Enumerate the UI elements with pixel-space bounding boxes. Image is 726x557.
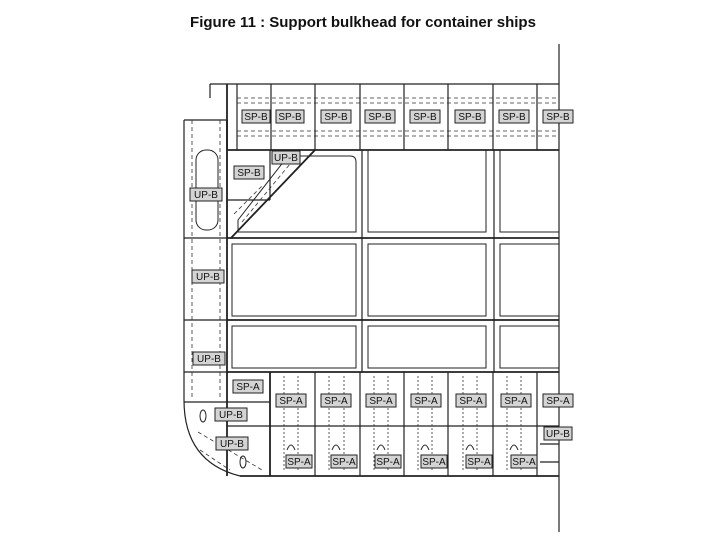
member-label: UP-B — [192, 351, 226, 366]
label-text: SP-B — [237, 168, 261, 179]
member-label: SP-A — [465, 454, 493, 469]
member-label: UP-B — [214, 407, 248, 422]
member-label: SP-A — [455, 393, 487, 408]
member-label: SP-B — [409, 109, 441, 124]
member-label: UP-B — [189, 187, 223, 202]
label-box — [420, 454, 448, 469]
member-label: SP-A — [365, 393, 397, 408]
label-text: SP-B — [502, 112, 526, 123]
label-box — [320, 393, 352, 408]
member-label: SP-B — [454, 109, 486, 124]
label-box — [330, 454, 358, 469]
label-text: SP-B — [458, 112, 482, 123]
member-label: SP-B — [542, 109, 574, 124]
label-text: SP-A — [504, 396, 528, 407]
member-label: SP-A — [320, 393, 352, 408]
label-box — [285, 454, 313, 469]
member-label: SP-A — [232, 379, 264, 394]
member-label: UP-B — [191, 269, 225, 284]
member-label: SP-A — [542, 393, 574, 408]
label-box — [410, 393, 442, 408]
label-box — [233, 165, 265, 180]
label-text: SP-A — [546, 396, 570, 407]
label-box — [542, 393, 574, 408]
label-box — [232, 379, 264, 394]
label-text: UP-B — [274, 153, 298, 164]
label-text: UP-B — [197, 354, 221, 365]
label-text: SP-B — [413, 112, 437, 123]
member-label: UP-B — [215, 436, 249, 451]
member-label: SP-A — [275, 393, 307, 408]
label-text: SP-A — [414, 396, 438, 407]
label-box — [189, 187, 223, 202]
member-label: SP-B — [275, 109, 305, 124]
label-text: UP-B — [196, 272, 220, 283]
label-box — [409, 109, 441, 124]
hold-panels — [231, 149, 560, 372]
label-box — [365, 393, 397, 408]
member-label: SP-A — [285, 454, 313, 469]
label-text: SP-B — [244, 112, 268, 123]
label-text: UP-B — [220, 439, 244, 450]
label-box — [271, 150, 301, 165]
label-box — [275, 393, 307, 408]
member-label: SP-A — [330, 454, 358, 469]
label-box — [542, 109, 574, 124]
label-box — [215, 436, 249, 451]
label-box — [320, 109, 352, 124]
figure-title: Figure 11 : Support bulkhead for contain… — [190, 14, 536, 31]
label-text: SP-A — [422, 457, 446, 468]
label-text: SP-A — [459, 396, 483, 407]
label-box — [454, 109, 486, 124]
label-text: SP-B — [278, 112, 302, 123]
label-box — [500, 393, 532, 408]
label-text: SP-B — [368, 112, 392, 123]
label-box — [455, 393, 487, 408]
label-box — [543, 426, 573, 441]
label-text: SP-A — [512, 457, 536, 468]
label-text: SP-A — [324, 396, 348, 407]
label-box — [465, 454, 493, 469]
double-bottom — [197, 372, 559, 477]
member-label: SP-B — [498, 109, 530, 124]
member-label: SP-B — [233, 165, 265, 180]
label-text: SP-B — [324, 112, 348, 123]
label-text: UP-B — [219, 410, 243, 421]
label-text: SP-A — [279, 396, 303, 407]
member-label: SP-B — [241, 109, 271, 124]
label-box — [214, 407, 248, 422]
upper-deck — [209, 83, 559, 151]
member-label: SP-A — [374, 454, 402, 469]
member-label: SP-A — [510, 454, 538, 469]
member-label: SP-A — [420, 454, 448, 469]
label-box — [191, 269, 225, 284]
label-text: SP-A — [467, 457, 491, 468]
label-text: SP-A — [332, 457, 356, 468]
label-text: UP-B — [194, 190, 218, 201]
label-text: SP-A — [236, 382, 260, 393]
label-box — [374, 454, 402, 469]
hopper-and-inner-hull — [226, 149, 559, 373]
member-label: SP-B — [364, 109, 396, 124]
member-label: SP-B — [320, 109, 352, 124]
label-box — [364, 109, 396, 124]
label-text: UP-B — [546, 429, 570, 440]
member-label: SP-A — [410, 393, 442, 408]
label-box — [241, 109, 271, 124]
member-label: UP-B — [543, 426, 573, 441]
label-box — [192, 351, 226, 366]
label-text: SP-A — [376, 457, 400, 468]
member-label: UP-B — [271, 150, 301, 165]
label-box — [510, 454, 538, 469]
label-text: SP-B — [546, 112, 570, 123]
member-label: SP-A — [500, 393, 532, 408]
label-text: SP-A — [369, 396, 393, 407]
label-text: SP-A — [287, 457, 311, 468]
label-box — [275, 109, 305, 124]
label-box — [498, 109, 530, 124]
label-layer: SP-B SP-B SP-B SP-B SP-B SP-B SP-B SP-B UP-B SP-B… — [189, 109, 574, 469]
